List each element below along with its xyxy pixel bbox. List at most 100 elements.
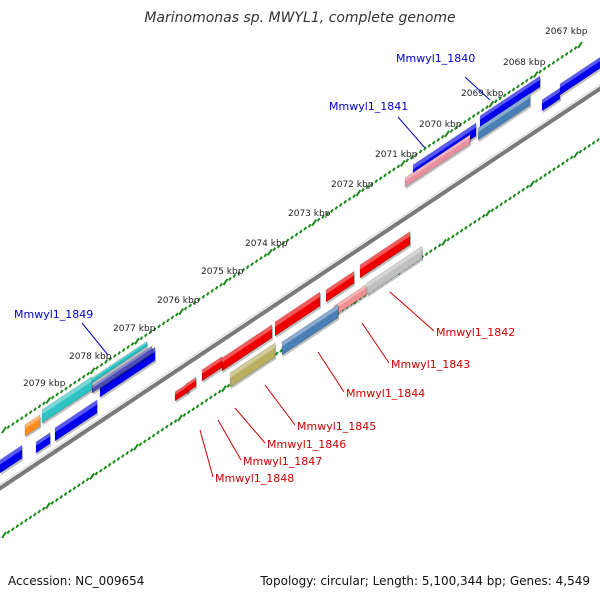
outer-tick-mark <box>511 87 516 92</box>
outer-tick-mark <box>524 78 529 83</box>
inner-tick-mark <box>217 389 222 394</box>
gene-label: Mmwyl1_1843 <box>391 358 470 371</box>
gene-feature <box>541 87 561 112</box>
inner-tick-mark <box>503 199 508 204</box>
outer-tick-mark <box>236 270 241 276</box>
outer-tick-mark <box>480 108 485 113</box>
outer-tick-mark <box>64 386 68 391</box>
inner-tick-mark <box>481 214 486 219</box>
inner-tick-mark <box>446 237 451 242</box>
inner-tick-mark <box>186 410 191 415</box>
gene-feature <box>24 414 41 437</box>
inner-tick-mark <box>28 515 33 520</box>
outer-tick-mark <box>498 96 503 101</box>
gene-feature-highlight <box>55 400 97 433</box>
outer-tick-mark <box>361 188 365 193</box>
gene-label-leader <box>217 419 242 461</box>
gene-feature <box>404 134 471 188</box>
inner-tick-mark <box>213 392 218 397</box>
gene-label: Mmwyl1_1848 <box>215 472 294 485</box>
gene-feature <box>359 231 411 279</box>
gene-feature-highlight <box>222 324 272 363</box>
outer-tick-mark <box>307 223 312 228</box>
outer-tick-mark <box>454 125 458 130</box>
outer-tick-mark <box>68 383 73 388</box>
outer-tick-mark <box>392 167 396 172</box>
outer-tick-mark <box>192 300 197 305</box>
outer-tick-mark <box>399 159 406 168</box>
inner-tick-mark <box>129 448 134 453</box>
outer-tick-mark <box>104 359 108 364</box>
gene-feature-highlight <box>334 284 366 310</box>
gene-feature <box>274 291 321 337</box>
gene-feature <box>174 382 190 402</box>
inner-tick-mark <box>441 238 447 246</box>
inner-tick-mark <box>41 506 46 511</box>
inner-tick-mark <box>477 216 482 222</box>
gene-feature-highlight <box>413 123 476 170</box>
tick-label: 2078 kbp <box>69 352 112 362</box>
tick-label: 2070 kbp <box>419 120 462 130</box>
gene-feature-highlight <box>326 271 354 295</box>
gene-feature-highlight <box>36 432 50 446</box>
outer-tick-mark <box>143 333 148 338</box>
gene-feature-highlight <box>42 376 92 415</box>
outer-tick-mark <box>431 140 436 145</box>
outer-tick-mark <box>108 356 113 361</box>
inner-tick-mark <box>525 184 530 189</box>
outer-tick-mark <box>369 182 374 187</box>
inner-tick-mark <box>591 140 596 145</box>
inner-tick-mark <box>50 500 55 505</box>
outer-tick-mark <box>488 100 495 108</box>
outer-tick-mark <box>458 122 463 128</box>
gene-feature <box>185 376 197 394</box>
outer-tick-mark <box>214 285 219 290</box>
outer-tick-mark <box>50 395 55 400</box>
outer-tick-mark <box>556 57 560 62</box>
tick-label: 2076 kbp <box>157 296 200 306</box>
gene-feature <box>479 75 541 128</box>
gene-label-leader <box>234 407 266 444</box>
outer-tick-mark <box>197 297 201 302</box>
outer-tick-mark <box>99 362 104 367</box>
outer-tick-mark <box>444 130 450 138</box>
tick-label: 2067 kbp <box>545 27 588 37</box>
outer-tick-mark <box>77 377 82 382</box>
gene-label: Mmwyl1_1845 <box>297 420 376 433</box>
outer-tick-mark <box>157 324 161 329</box>
inner-tick-mark <box>191 407 196 412</box>
gene-label: Mmwyl1_1842 <box>436 326 515 339</box>
inner-tick-mark <box>116 456 121 461</box>
inner-tick-mark <box>103 465 108 470</box>
outer-tick-mark <box>86 371 91 376</box>
gene-feature-highlight <box>275 292 320 327</box>
gene-feature-highlight <box>202 356 222 374</box>
outer-tick-mark <box>462 119 467 125</box>
inner-tick-mark <box>569 155 574 160</box>
gene-feature <box>41 376 93 424</box>
outer-tick-mark <box>245 265 250 270</box>
outer-tick-mark <box>205 291 210 296</box>
outer-tick-mark <box>299 229 303 234</box>
gene-feature-highlight <box>480 76 540 120</box>
outer-tick-mark <box>254 259 259 264</box>
inner-tick-mark <box>147 436 152 441</box>
outer-tick-mark <box>285 238 290 243</box>
outer-tick-mark <box>325 211 330 216</box>
outer-tick-mark <box>201 294 206 299</box>
gene-feature <box>54 399 98 442</box>
outer-tick-mark <box>321 214 325 219</box>
inner-tick-mark <box>68 489 72 494</box>
tick-label: 2071 kbp <box>375 150 418 160</box>
inner-tick-mark <box>98 468 103 473</box>
outer-tick-mark <box>232 273 237 279</box>
outer-tick-mark <box>396 164 401 169</box>
outer-tick-mark <box>139 336 144 341</box>
gene-feature-highlight <box>560 57 600 88</box>
inner-tick-mark <box>76 483 81 488</box>
outer-tick-mark <box>73 380 77 385</box>
gene-label: Mmwyl1_1849 <box>14 308 93 321</box>
inner-tick-mark <box>543 173 548 178</box>
inner-tick-mark <box>573 151 579 159</box>
